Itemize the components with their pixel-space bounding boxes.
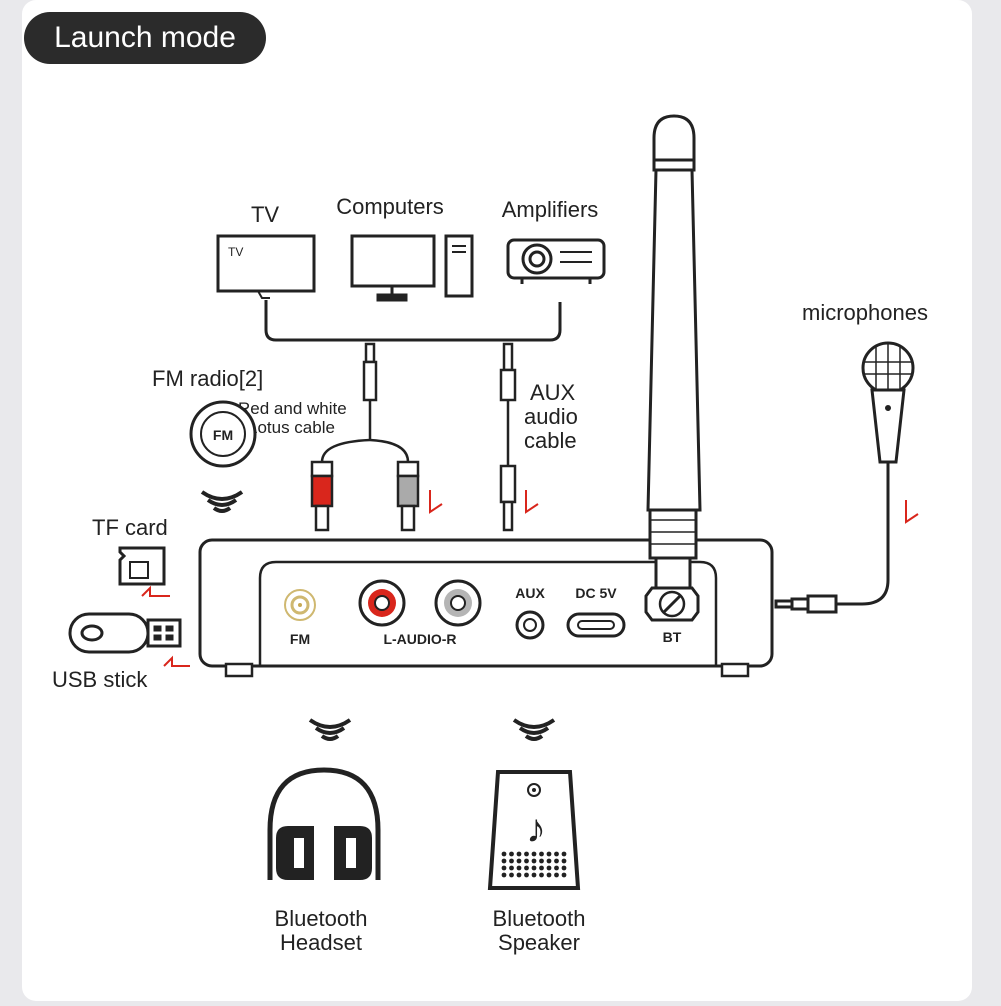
aux-cable-label-line3: cable	[524, 428, 577, 453]
aux-port-label: AUX	[515, 585, 545, 601]
microphone-icon	[774, 341, 915, 614]
speaker-wireless-icon	[512, 718, 556, 741]
fm-port	[284, 589, 316, 621]
microphones-label: microphones	[802, 300, 928, 325]
aux-port	[515, 610, 545, 640]
fm-radio-label: FM radio[2]	[152, 366, 263, 391]
speaker-grille	[501, 851, 567, 878]
aux-cable-arrow	[525, 490, 539, 514]
lotus-cable-label-line2: Lotus cable	[248, 418, 335, 437]
aux-cable-label-line1: AUX	[530, 380, 576, 405]
speaker-label-line1: Bluetooth	[493, 906, 586, 931]
bt-port	[644, 586, 700, 622]
tf-card-label: TF card	[92, 515, 168, 540]
lotus-cable-label-line1: Red and white	[238, 399, 347, 418]
fm-wireless-icon	[200, 490, 244, 513]
usb-stick-icon	[68, 612, 182, 654]
tf-card-icon	[118, 546, 166, 586]
left-audio-port	[358, 579, 406, 627]
antenna	[646, 114, 702, 590]
fm-radio-icon	[189, 400, 257, 468]
microphone-arrow	[905, 500, 919, 524]
amplifiers-label: Amplifiers	[502, 197, 599, 222]
usb-stick-label: USB stick	[52, 667, 148, 692]
l-audio-r-label: L-AUDIO-R	[383, 631, 456, 647]
lotus-cable-arrow	[429, 490, 443, 514]
headset-icon	[267, 767, 381, 880]
bt-port-label: BT	[663, 629, 682, 645]
right-audio-port	[434, 579, 482, 627]
tv-icon	[216, 234, 316, 299]
usb-stick-arrow	[163, 655, 190, 667]
amplifier-icon	[506, 238, 606, 284]
tf-card-arrow	[141, 585, 170, 597]
speaker-label-line2: Speaker	[498, 930, 580, 955]
headset-wireless-icon	[308, 718, 352, 741]
computer-icon	[350, 234, 474, 302]
aux-cable	[499, 342, 517, 532]
computers-label: Computers	[336, 194, 444, 219]
aux-cable-label-line2: audio	[524, 404, 578, 429]
dc-port-label: DC 5V	[575, 585, 617, 601]
tv-screen-text: TV	[228, 245, 243, 259]
headset-label-line1: Bluetooth	[275, 906, 368, 931]
transmitter-device	[198, 538, 774, 678]
launch-mode-title: Launch mode	[24, 12, 266, 64]
fm-port-label: FM	[290, 631, 310, 647]
tv-label: TV	[251, 202, 279, 227]
fm-radio-badge: FM	[213, 427, 233, 443]
dc-port	[566, 612, 626, 638]
speaker-music-note: ♪	[526, 807, 546, 851]
headset-label-line2: Headset	[280, 930, 362, 955]
lotus-cable	[310, 342, 420, 532]
source-connector-line	[264, 300, 562, 342]
